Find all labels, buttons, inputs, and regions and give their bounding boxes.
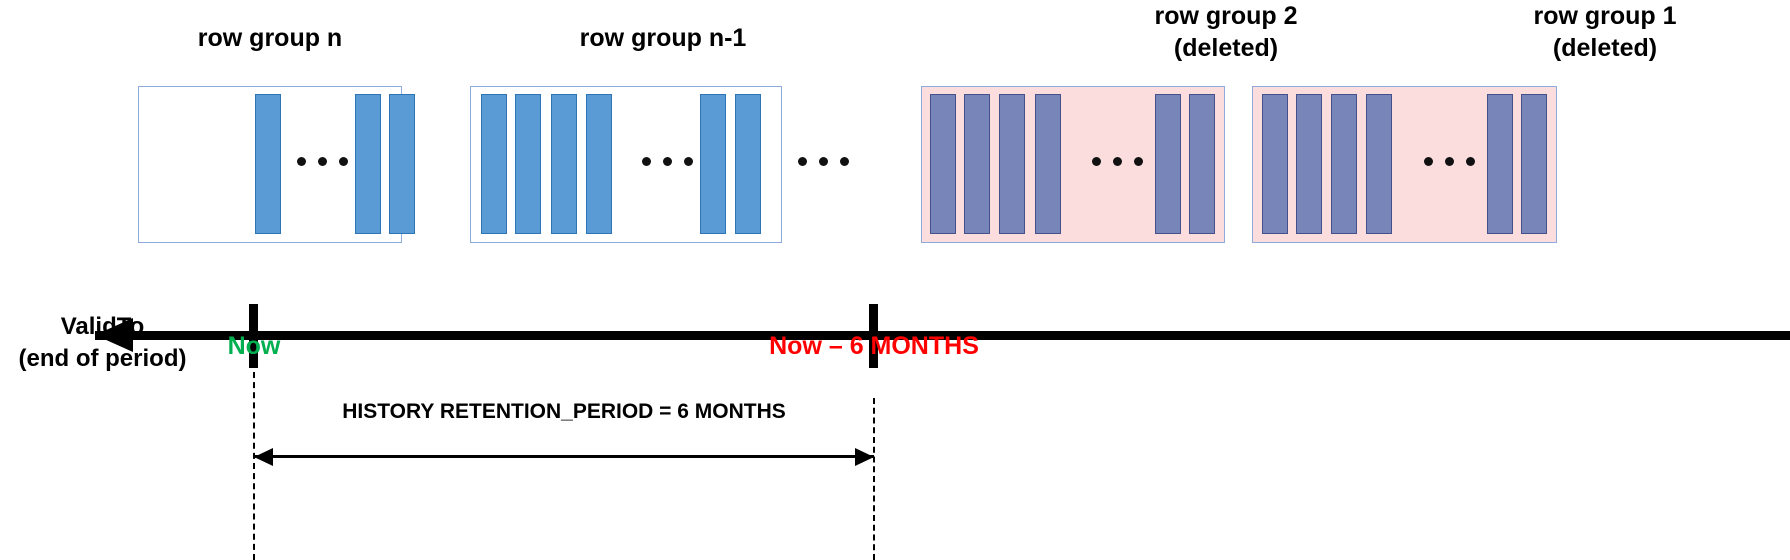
row-group-2-bar bbox=[1155, 94, 1181, 234]
row-group-n-1-bar bbox=[700, 94, 726, 234]
row-group-title-n: row group n bbox=[197, 24, 343, 52]
retention-period-label: HISTORY RETENTION_PERIOD = 6 MONTHS bbox=[342, 400, 786, 423]
row-group-n-1-bar bbox=[586, 94, 612, 234]
row-group-1-bar bbox=[1331, 94, 1357, 234]
row-group-n-1-bar bbox=[481, 94, 507, 234]
axis-tick-label-now: Now bbox=[227, 332, 281, 360]
row-group-2-bar bbox=[930, 94, 956, 234]
axis-tick-label-now-minus-6-months: Now – 6 MONTHS bbox=[769, 332, 979, 360]
row-group-n-1-bar bbox=[735, 94, 761, 234]
timeline-tick-now-minus-6-months bbox=[869, 304, 878, 368]
row-group-title-2: row group 2 (deleted) bbox=[1154, 2, 1298, 62]
retention-guide-past bbox=[873, 398, 875, 560]
row-group-2-bar bbox=[1035, 94, 1061, 234]
retention-arrow-left-icon bbox=[254, 448, 273, 466]
retention-span-line bbox=[254, 455, 874, 458]
row-group-1-bar bbox=[1521, 94, 1547, 234]
row-group-title-n-1: row group n-1 bbox=[579, 24, 747, 52]
retention-arrow-right-icon bbox=[855, 448, 874, 466]
row-group-n-1-bar bbox=[515, 94, 541, 234]
row-group-n-1-bar bbox=[551, 94, 577, 234]
row-group-2-bar bbox=[964, 94, 990, 234]
row-group-2-ellipsis-icon bbox=[1092, 157, 1143, 166]
row-group-n-bar bbox=[255, 94, 281, 234]
row-group-n-ellipsis-icon bbox=[297, 157, 348, 166]
row-group-n-1-ellipsis-icon bbox=[642, 157, 693, 166]
row-group-1-bar bbox=[1262, 94, 1288, 234]
timeline-tick-now bbox=[249, 304, 258, 368]
between-groups-ellipsis-icon bbox=[798, 157, 849, 166]
row-group-title-1: row group 1 (deleted) bbox=[1533, 2, 1677, 62]
timeline-axis-line bbox=[95, 331, 1790, 340]
row-group-n-bar bbox=[355, 94, 381, 234]
timeline-arrow-icon bbox=[95, 318, 133, 352]
row-group-1-ellipsis-icon bbox=[1424, 157, 1475, 166]
axis-label-validto: ValidTo (end of period) bbox=[18, 313, 187, 372]
row-group-2-bar bbox=[1189, 94, 1215, 234]
row-group-1-bar bbox=[1366, 94, 1392, 234]
row-group-1-bar bbox=[1487, 94, 1513, 234]
retention-guide-now bbox=[253, 372, 255, 560]
row-group-n-bar bbox=[389, 94, 415, 234]
row-group-1-bar bbox=[1296, 94, 1322, 234]
row-group-2-bar bbox=[999, 94, 1025, 234]
